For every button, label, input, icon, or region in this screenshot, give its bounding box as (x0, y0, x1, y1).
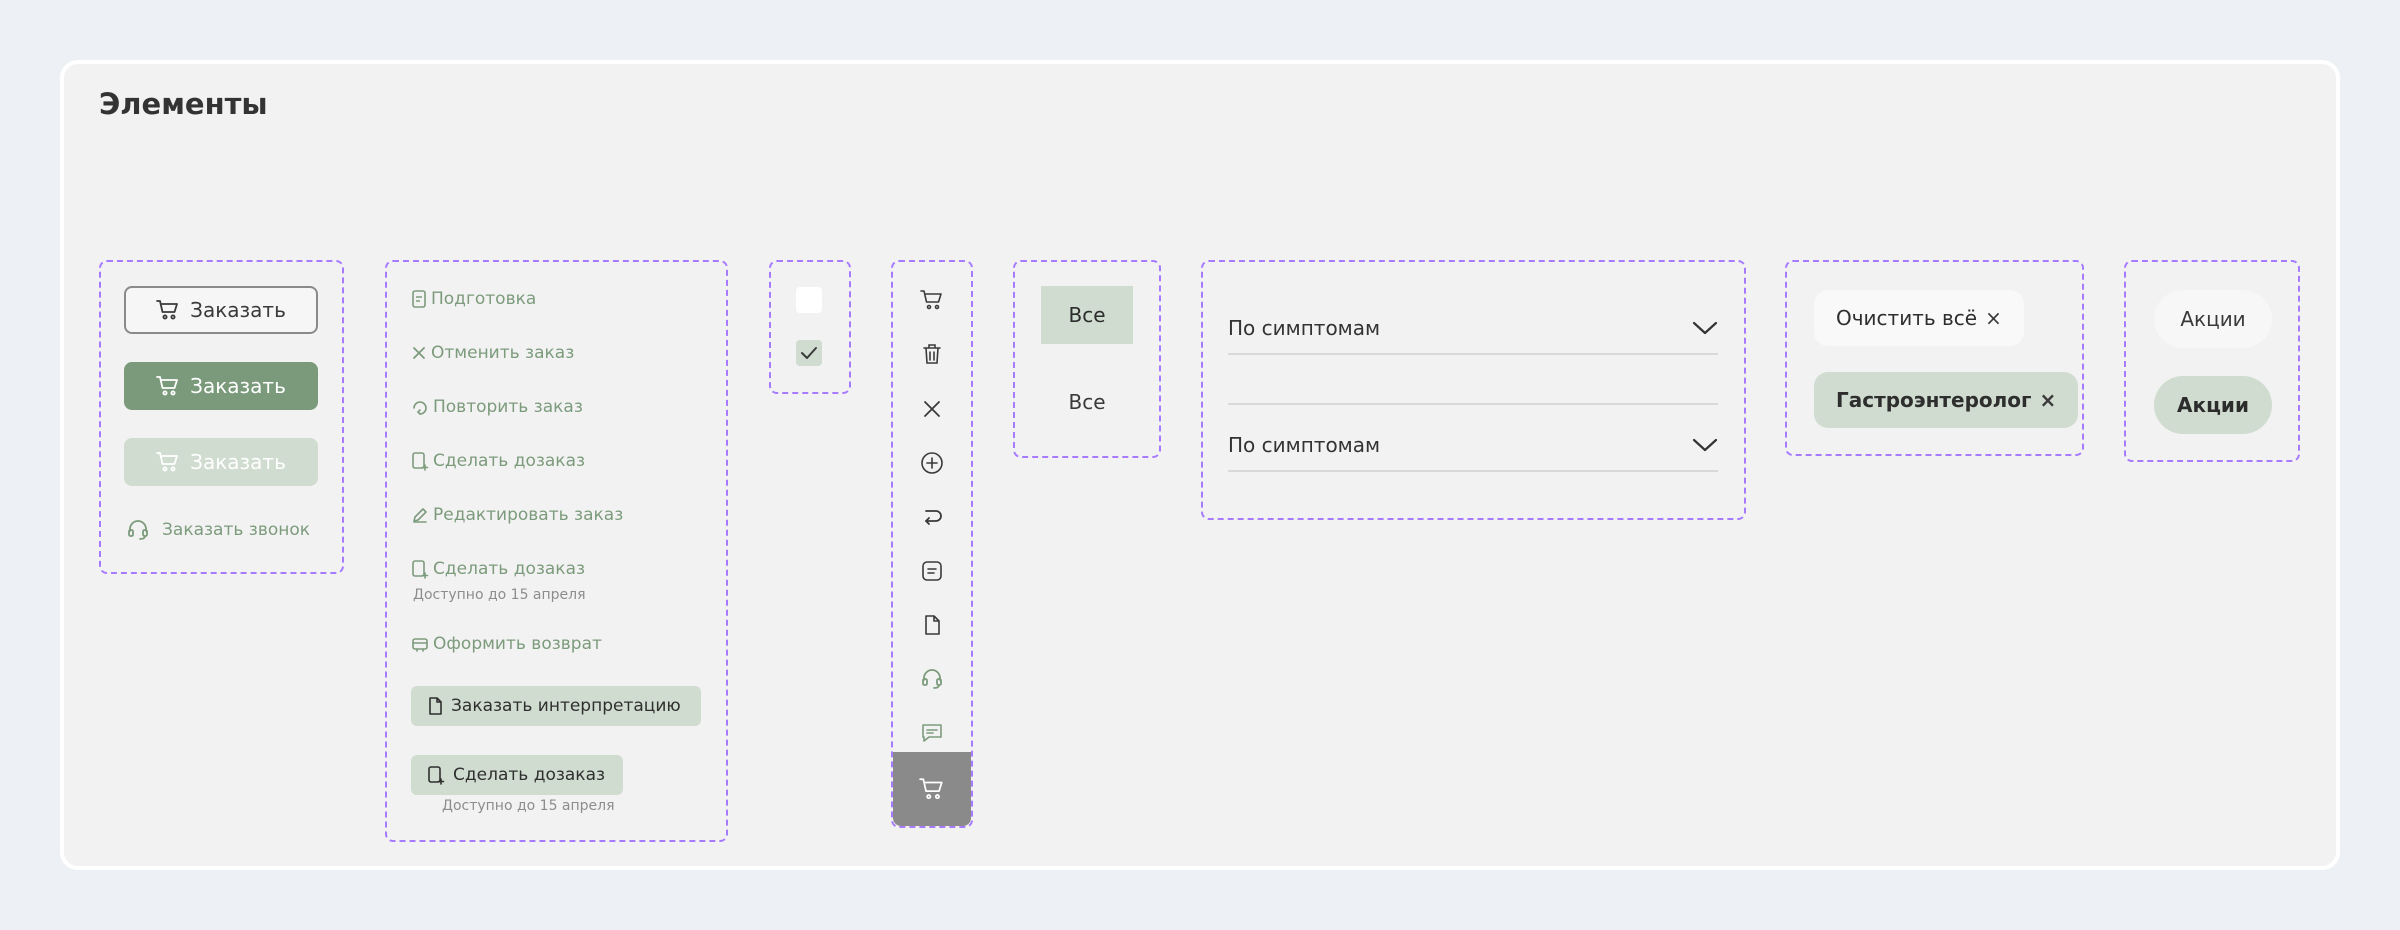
order-button-primary[interactable]: Заказать (124, 362, 318, 410)
action-reorder[interactable]: Сделать дозаказ (411, 451, 585, 471)
order-call-link[interactable]: Заказать звонок (126, 518, 310, 542)
group-promo-buttons (2124, 260, 2300, 462)
select-divider (1228, 403, 1718, 405)
action-label: Оформить возврат (433, 634, 602, 654)
check-icon (800, 346, 818, 360)
group-filter-chips (1785, 260, 2084, 456)
pill-label: Заказать интерпретацию (451, 696, 681, 716)
reorder-pill-button[interactable]: Сделать дозаказ (411, 755, 623, 795)
file-icon (427, 696, 443, 716)
cart-icon (156, 451, 180, 473)
plus-circle-icon[interactable] (920, 451, 944, 475)
call-link-label: Заказать звонок (162, 520, 311, 540)
clear-all-chip[interactable]: Очистить всё × (1814, 290, 2024, 346)
action-reorder-until[interactable]: Сделать дозаказ (411, 559, 585, 579)
action-return[interactable]: Оформить возврат (411, 634, 602, 654)
cart-icon (156, 375, 180, 397)
group-order-actions (385, 260, 728, 842)
chip-label: Гастроэнтеролог (1836, 388, 2032, 412)
order-button-label: Заказать (190, 374, 286, 398)
group-order-buttons (99, 260, 344, 574)
document-icon[interactable] (920, 559, 944, 583)
select-value: По симптомам (1228, 316, 1381, 340)
pill-label: Сделать дозаказ (453, 765, 606, 785)
close-icon: × (1985, 306, 2002, 330)
cart-icon (156, 299, 180, 321)
order-interpretation-button[interactable]: Заказать интерпретацию (411, 686, 701, 726)
action-edit[interactable]: Редактировать заказ (411, 505, 623, 525)
file-plus-icon (411, 451, 429, 471)
trash-icon[interactable] (920, 342, 944, 366)
headset-icon (126, 518, 150, 542)
order-button-label: Заказать (190, 450, 286, 474)
reorder-availability-note: Доступно до 15 апреля (413, 587, 586, 603)
filter-chip-gastroenterologist[interactable]: Гастроэнтеролог × (1814, 372, 2079, 428)
file-plus-icon (411, 559, 429, 579)
action-prepare[interactable]: Подготовка (411, 289, 536, 309)
reorder-pill-note: Доступно до 15 апреля (442, 798, 615, 814)
order-button-label: Заказать (190, 298, 286, 322)
group-segment (1013, 260, 1161, 458)
chip-label: Очистить всё (1836, 306, 1978, 330)
action-label: Повторить заказ (433, 397, 583, 417)
action-repeat[interactable]: Повторить заказ (411, 397, 583, 417)
repeat-icon (411, 398, 429, 416)
cart-button-active[interactable] (893, 752, 971, 826)
pencil-icon (411, 506, 429, 524)
document-icon (411, 289, 427, 309)
promo-button-filled[interactable]: Акции (2154, 376, 2272, 434)
order-button-disabled: Заказать (124, 438, 318, 486)
file-icon[interactable] (920, 613, 944, 637)
cart-icon (919, 777, 945, 801)
action-label: Подготовка (431, 289, 537, 309)
return-box-icon (411, 635, 429, 653)
select-value: По симптомам (1228, 433, 1381, 457)
checkbox-checked[interactable] (796, 340, 822, 366)
file-plus-icon (427, 765, 445, 785)
repeat-icon[interactable] (920, 505, 944, 529)
chevron-down-icon (1692, 320, 1718, 336)
action-label: Редактировать заказ (433, 505, 624, 525)
elements-panel (60, 60, 2340, 870)
close-icon (411, 345, 427, 361)
cart-icon[interactable] (920, 288, 944, 312)
close-icon[interactable] (920, 397, 944, 421)
chevron-down-icon (1692, 437, 1718, 453)
segment-all-active[interactable]: Все (1041, 286, 1133, 344)
checkbox-unchecked[interactable] (796, 287, 822, 313)
page-title: Элементы (99, 87, 268, 121)
group-icon-buttons (891, 260, 973, 828)
action-label: Сделать дозаказ (433, 451, 586, 471)
promo-button-plain[interactable]: Акции (2154, 290, 2272, 348)
close-icon: × (2039, 388, 2057, 412)
segment-all-idle[interactable]: Все (1068, 390, 1106, 414)
action-label: Сделать дозаказ (433, 559, 586, 579)
group-selects (1201, 260, 1746, 520)
group-checkboxes (769, 260, 851, 394)
order-button-outline[interactable]: Заказать (124, 286, 318, 334)
action-label: Отменить заказ (431, 343, 575, 363)
action-cancel[interactable]: Отменить заказ (411, 343, 574, 363)
symptoms-select[interactable]: По симптомам (1228, 303, 1718, 355)
headset-icon[interactable] (920, 667, 944, 691)
chat-icon[interactable] (920, 721, 944, 745)
symptoms-select-open[interactable]: По симптомам (1228, 420, 1718, 472)
